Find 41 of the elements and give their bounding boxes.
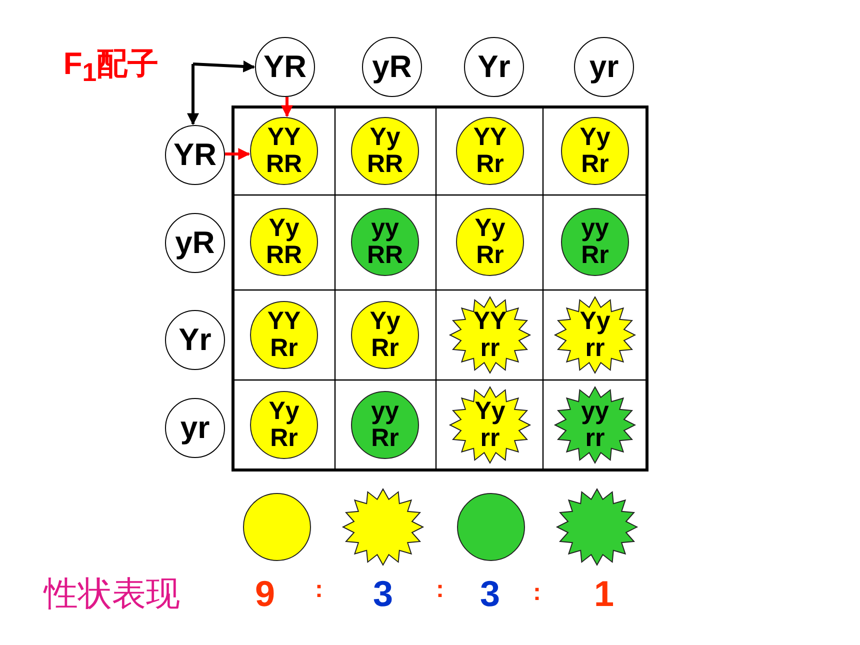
- gamete-heading: F$_{1}$配子: [52, 44, 170, 88]
- arrow: [187, 64, 199, 126]
- arrow: [192, 60, 256, 72]
- ratio-number: 1: [594, 573, 614, 615]
- ratio-colon: :: [436, 576, 444, 604]
- genotype-circle: YY RR: [250, 117, 318, 185]
- ratio-colon: :: [315, 576, 323, 604]
- genotype-star: yy rr: [555, 387, 635, 463]
- gamete-circle: Yr: [464, 37, 524, 97]
- gamete-circle: YR: [255, 37, 315, 97]
- ratio-number: 3: [480, 573, 500, 615]
- ratio-colon: :: [533, 579, 541, 607]
- gamete-circle: yr: [165, 398, 225, 458]
- genotype-circle: YY Rr: [250, 301, 318, 369]
- ratio-number: 3: [372, 573, 394, 615]
- gamete-circle: YR: [165, 125, 225, 185]
- genotype-circle: YY Rr: [456, 117, 524, 185]
- genotype-circle: Yy Rr: [351, 301, 419, 369]
- genotype-circle: yy Rr: [561, 208, 629, 276]
- gamete-circle: yR: [362, 37, 422, 97]
- genotype-circle: Yy Rr: [456, 208, 524, 276]
- gamete-circle: yr: [574, 37, 634, 97]
- gamete-circle: yR: [165, 213, 225, 273]
- ratio-number: 9: [254, 573, 276, 615]
- arrow: [225, 148, 250, 160]
- phenotype-star: [343, 489, 423, 565]
- genotype-circle: Yy RR: [351, 117, 419, 185]
- phenotype-circle: [243, 493, 311, 561]
- genotype-circle: yy RR: [351, 208, 419, 276]
- genotype-circle: yy Rr: [351, 391, 419, 459]
- genotype-star: Yy rr: [450, 387, 530, 463]
- genotype-star: Yy rr: [555, 297, 635, 373]
- phenotype-heading: 性状表现: [44, 574, 180, 615]
- phenotype-star: [557, 489, 637, 565]
- genotype-circle: Yy RR: [250, 208, 318, 276]
- genotype-circle: Yy Rr: [250, 391, 318, 459]
- genotype-star: YY rr: [450, 297, 530, 373]
- phenotype-circle: [457, 493, 525, 561]
- arrow: [281, 97, 293, 118]
- gamete-circle: Yr: [165, 310, 225, 370]
- genotype-circle: Yy Rr: [561, 117, 629, 185]
